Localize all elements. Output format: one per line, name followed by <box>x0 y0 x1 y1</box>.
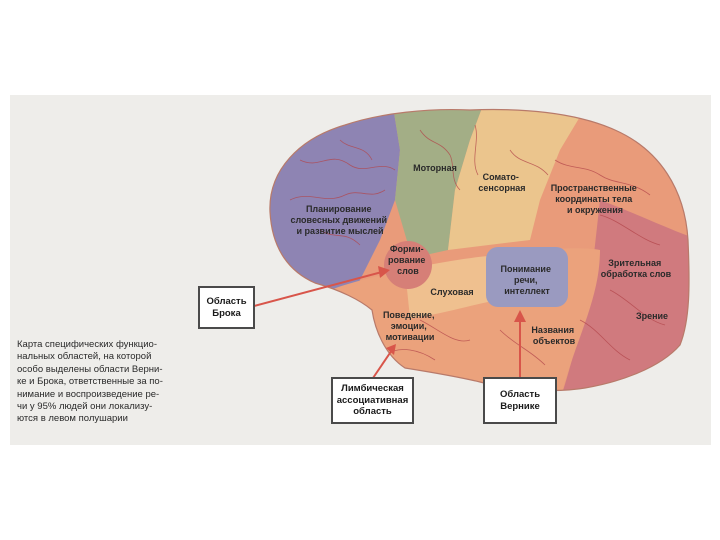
label-object-names: Названия объектов <box>531 325 576 346</box>
wernicke-area <box>486 247 568 307</box>
brain-vessels <box>289 124 666 366</box>
wernicke-arrowhead <box>514 310 526 322</box>
label-speech-planning: Планирование словесных движений и развит… <box>290 204 389 236</box>
somatosensory-cortex <box>448 109 590 250</box>
label-auditory: Слуховая <box>430 287 473 297</box>
callout-broca: Область Брока <box>198 286 255 329</box>
broca-area <box>384 241 432 289</box>
broca-arrow-line <box>253 271 383 307</box>
figure-caption: Карта специфических функцио- нальных обл… <box>17 339 163 425</box>
limbic-arrowhead <box>386 344 396 355</box>
label-spatial: Пространственные координаты тела и окруж… <box>551 183 640 215</box>
brain-lobes <box>269 109 690 391</box>
label-motor: Моторная <box>413 163 457 173</box>
callout-limbic: Лимбическая ассоциативная область <box>331 377 414 424</box>
broca-arrowhead <box>378 266 390 278</box>
label-somatosensory: Сомато- сенсорная <box>478 172 525 193</box>
label-visual-words: Зрительная обработка слов <box>601 258 672 279</box>
label-behavior: Поведение, эмоции, мотивации <box>383 310 437 342</box>
label-vision: Зрение <box>636 311 668 321</box>
brain-outline <box>269 108 690 392</box>
label-word-formation: Форми- рование слов <box>388 244 428 276</box>
motor-cortex <box>392 109 485 258</box>
callout-wernicke: Область Верникe <box>483 377 557 424</box>
callout-arrows <box>253 266 526 379</box>
limbic-arrow-line <box>372 349 393 379</box>
label-comprehension: Понимание речи, интеллект <box>501 264 554 296</box>
